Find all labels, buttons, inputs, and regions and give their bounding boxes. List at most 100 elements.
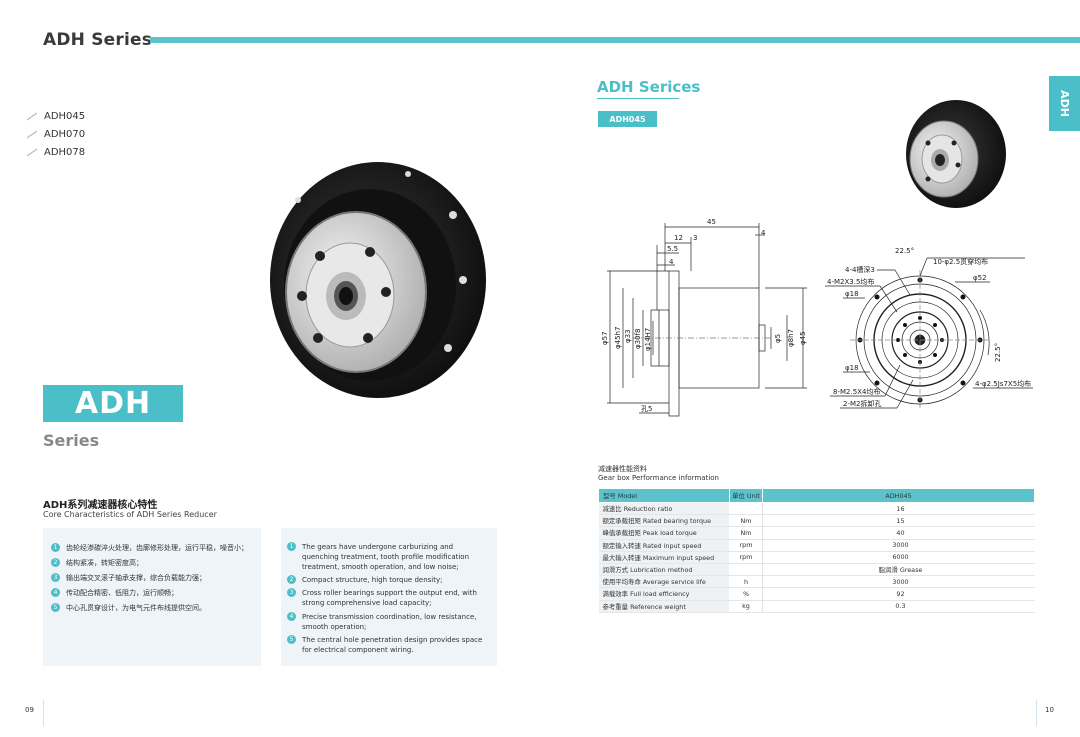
feature-text: Cross roller bearings support the output…: [302, 589, 477, 607]
header-unit: 单位 Unit: [729, 488, 763, 503]
feature-text: The gears have undergone carburizing and…: [302, 543, 470, 571]
feature-text: 传动配合精密、低阻力，运行顺畅；: [66, 589, 178, 597]
dim-d30f8: φ30f8: [634, 329, 642, 349]
model-link-adh045[interactable]: ADH045: [26, 111, 85, 122]
number-badge: 5: [287, 635, 296, 644]
param-cell: 最大输入转速 Maximum input speed: [598, 551, 730, 564]
param-cell: 减速比 Reduction ratio: [598, 502, 730, 516]
feature-item: 2 Compact structure, high torque density;: [287, 575, 487, 585]
dim-4-top: 4: [761, 229, 766, 237]
note-4-slots: 4-4槽深3: [845, 265, 875, 274]
dim-hole: 孔5: [641, 405, 652, 413]
number-badge: 2: [287, 575, 296, 584]
param-cell: 满载效率 Full load efficiency: [598, 587, 730, 601]
performance-table: 型号 Model 单位 Unit ADH045 减速比 Reduction ra…: [598, 488, 1035, 613]
front-view-drawing: 22.5° 10-φ2.5贯穿均布 4-4槽深3 4-M2X3.5均布 φ52 …: [825, 247, 1033, 410]
number-badge: 3: [287, 588, 296, 597]
side-tab-label: ADH: [1057, 90, 1071, 117]
number-badge: 2: [51, 558, 60, 567]
feature-text: 输出端交叉滚子轴承支撑，综合负载能力强；: [66, 574, 206, 582]
value-cell: 16: [762, 502, 1035, 516]
number-badge: 4: [287, 612, 296, 621]
core-title-en: Core Characteristics of ADH Series Reduc…: [43, 510, 217, 519]
page-title: ADH Series: [43, 30, 153, 50]
side-tab[interactable]: ADH: [1049, 76, 1080, 131]
series-label: Series: [43, 431, 100, 450]
number-badge: 1: [51, 543, 60, 552]
slash-icon: [26, 130, 38, 139]
note-8-m25: 8-M2.5X4均布: [833, 387, 880, 396]
model-tag: ADH045: [598, 111, 657, 127]
param-cell: 使用平均寿命 Average service life: [598, 575, 730, 589]
page-number-divider: [1036, 700, 1037, 726]
unit-cell: rpm: [729, 551, 763, 564]
number-badge: 5: [51, 603, 60, 612]
dim-d18-bottom: φ18: [845, 364, 859, 372]
feature-text: Precise transmission coordination, low r…: [302, 613, 477, 631]
feature-text: Compact structure, high torque density;: [302, 576, 443, 584]
model-link-adh078[interactable]: ADH078: [26, 147, 85, 158]
table-row: 减速比 Reduction ratio 16: [598, 502, 1035, 516]
note-4-js7: 4-φ2.5Js7X5均布: [975, 379, 1031, 388]
dim-d57: φ57: [601, 331, 609, 345]
param-cell: 额定承载扭矩 Rated bearing torque: [598, 514, 730, 528]
series-badge: ADH: [43, 385, 183, 422]
dim-d52: φ52: [973, 274, 987, 282]
note-10-holes: 10-φ2.5贯穿均布: [933, 257, 988, 266]
product-image-small: [906, 100, 1006, 208]
dim-4: 4: [669, 258, 674, 266]
section-title-underline: [597, 98, 679, 99]
product-image-large: [270, 162, 486, 398]
value-cell: 92: [762, 587, 1035, 601]
value-cell: 6000: [762, 551, 1035, 564]
slash-icon: [26, 148, 38, 157]
feature-item: 3 Cross roller bearings support the outpu…: [287, 588, 487, 608]
dim-12: 12: [674, 234, 683, 242]
dim-d18-top: φ18: [845, 290, 859, 298]
unit-cell: Nm: [729, 514, 763, 528]
unit-cell: rpm: [729, 539, 763, 552]
model-label: ADH078: [44, 147, 86, 158]
value-cell: 15: [762, 514, 1035, 528]
dim-d14h7: φ14H7: [644, 328, 652, 351]
unit-cell: [729, 563, 763, 577]
dim-5-5: 5.5: [667, 245, 678, 253]
param-cell: 参考重量 Reference weight: [598, 600, 730, 613]
slash-icon: [26, 112, 38, 121]
dim-d8h7: φ8h7: [787, 329, 795, 347]
number-badge: 3: [51, 573, 60, 582]
param-cell: 额定输入转速 Rated input speed: [598, 539, 730, 552]
param-cell: 润滑方式 Lubrication method: [598, 563, 730, 577]
dim-d5: φ5: [774, 334, 782, 343]
model-link-adh070[interactable]: ADH070: [26, 129, 85, 140]
core-title-cn: ADH系列减速器核心特性: [43, 500, 158, 511]
feature-text: The central hole penetration design prov…: [302, 636, 483, 654]
table-header-row: 型号 Model 单位 Unit ADH045: [598, 488, 1035, 503]
dim-d45h7: φ45h7: [614, 327, 622, 349]
section-title: ADH Serices: [597, 78, 701, 96]
value-cell: 0.3: [762, 600, 1035, 613]
header-adh045: ADH045: [762, 488, 1035, 503]
value-cell: 3000: [762, 575, 1035, 589]
side-view-drawing: 45 4 12 3 5.5 4 φ57 φ45h7 φ33 φ30f8 φ14H…: [601, 218, 807, 417]
feature-item: 2 结构紧凑，转矩密度高；: [51, 558, 257, 568]
dim-45: 45: [707, 218, 716, 226]
perf-title-cn: 减速器性能资料: [598, 465, 647, 473]
page-number-left: 09: [25, 706, 34, 714]
page-number-divider: [43, 700, 44, 726]
feature-text: 结构紧凑，转矩密度高；: [66, 559, 143, 567]
dim-3: 3: [693, 234, 697, 242]
unit-cell: [729, 502, 763, 516]
angle-top: 22.5°: [895, 247, 914, 255]
model-label: ADH070: [44, 129, 86, 140]
